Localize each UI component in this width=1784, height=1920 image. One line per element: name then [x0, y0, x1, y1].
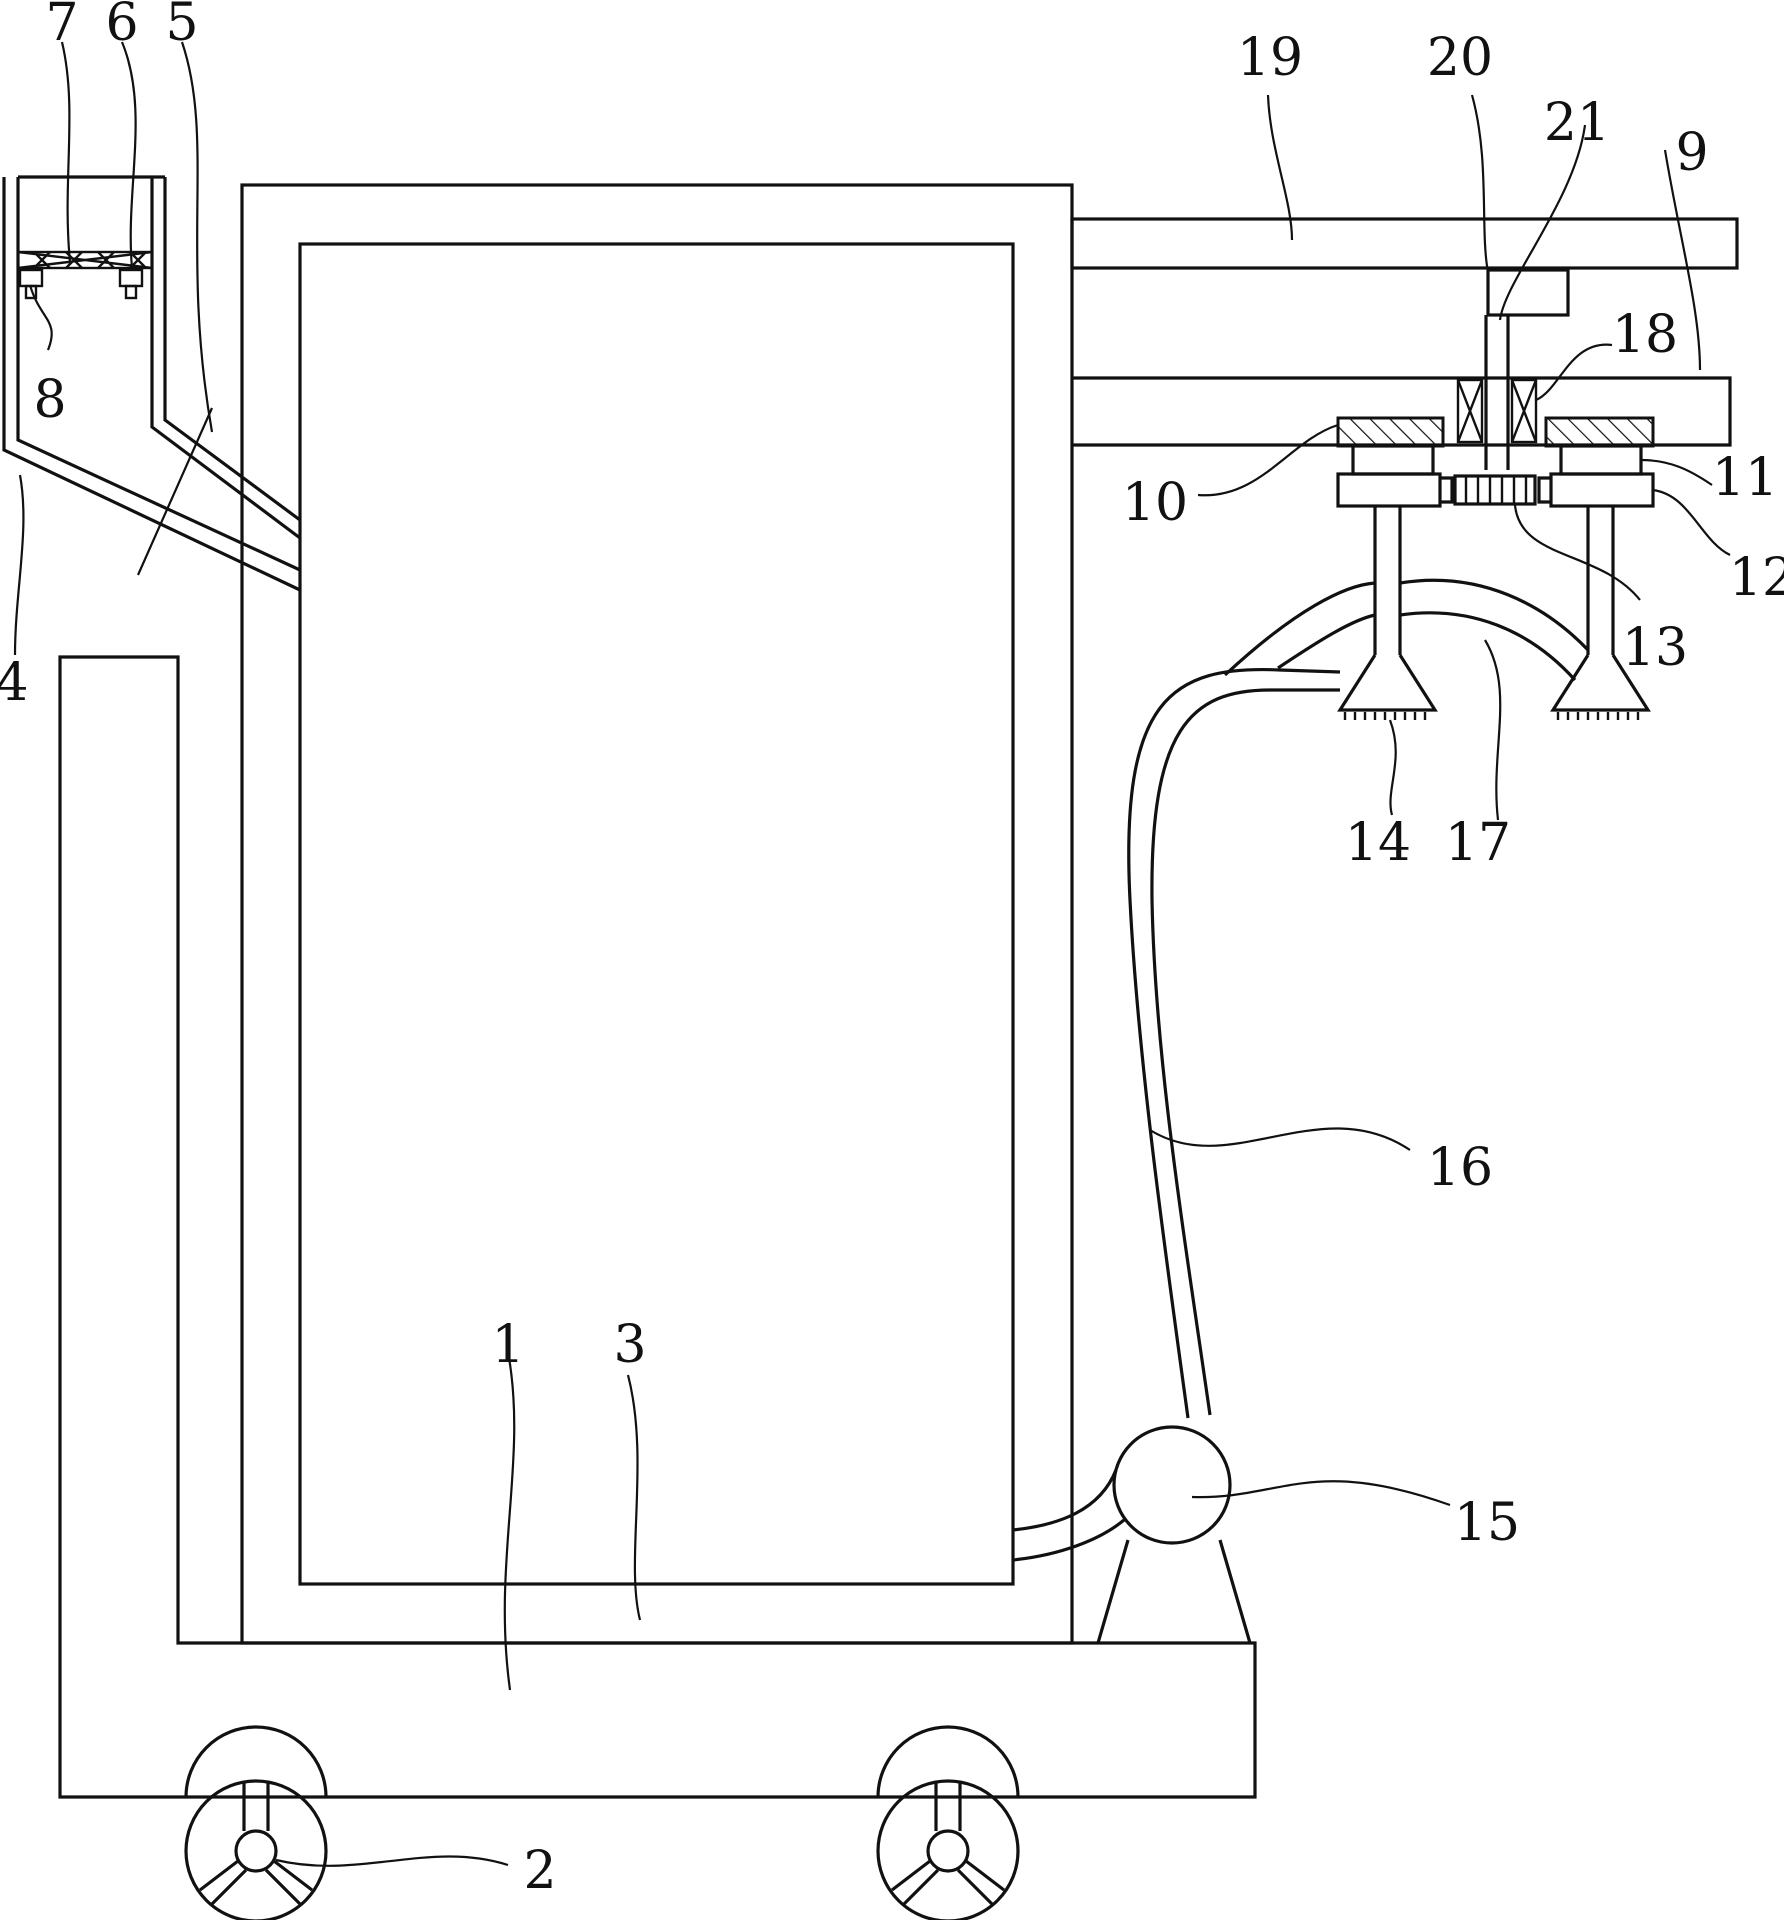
bearing — [1456, 378, 1538, 444]
nozzle-right — [1550, 506, 1651, 720]
label-9: 9 — [1675, 123, 1708, 183]
motor — [1486, 268, 1570, 317]
wheel-right — [876, 1725, 1020, 1920]
hose-main — [1127, 667, 1341, 1419]
label-7: 7 — [45, 0, 78, 53]
label-14: 14 — [1345, 813, 1411, 873]
pump — [1112, 1425, 1232, 1545]
label-5: 5 — [165, 0, 198, 53]
label-19: 19 — [1237, 28, 1303, 88]
slide-block-right — [1544, 416, 1655, 448]
label-10: 10 — [1122, 473, 1188, 533]
filter-screen — [16, 250, 154, 270]
shaft — [1484, 315, 1510, 470]
label-12: 12 — [1729, 548, 1784, 608]
guide-block-left — [1351, 444, 1435, 476]
label-6: 6 — [105, 0, 138, 53]
leader-lines — [13, 41, 1731, 1867]
slide-block-left — [1336, 416, 1445, 448]
cart-frame — [58, 655, 1257, 1799]
label-1: 1 — [491, 1315, 524, 1375]
pump-outlet-pipe — [1012, 1469, 1126, 1562]
label-17: 17 — [1445, 813, 1511, 873]
hose-branch — [1223, 578, 1590, 682]
guide-block-right — [1559, 444, 1643, 476]
label-20: 20 — [1427, 28, 1493, 88]
upper-arm — [1070, 217, 1739, 270]
pump-stand — [1096, 1539, 1252, 1644]
rack-right — [1537, 472, 1655, 508]
label-3: 3 — [613, 1315, 646, 1375]
gear — [1453, 474, 1537, 506]
rack-left — [1336, 472, 1454, 508]
label-8: 8 — [33, 370, 66, 430]
label-13: 13 — [1622, 618, 1688, 678]
wheel-left — [184, 1725, 328, 1920]
housing — [240, 183, 1074, 1645]
label-2: 2 — [523, 1841, 556, 1901]
label-18: 18 — [1612, 305, 1678, 365]
tank — [298, 242, 1015, 1586]
filter-supports — [18, 268, 144, 300]
nozzle-left — [1337, 506, 1438, 720]
label-15: 15 — [1454, 1493, 1520, 1553]
label-21: 21 — [1544, 93, 1610, 153]
label-4: 4 — [0, 653, 29, 713]
label-11: 11 — [1712, 448, 1778, 508]
label-16: 16 — [1427, 1138, 1493, 1198]
